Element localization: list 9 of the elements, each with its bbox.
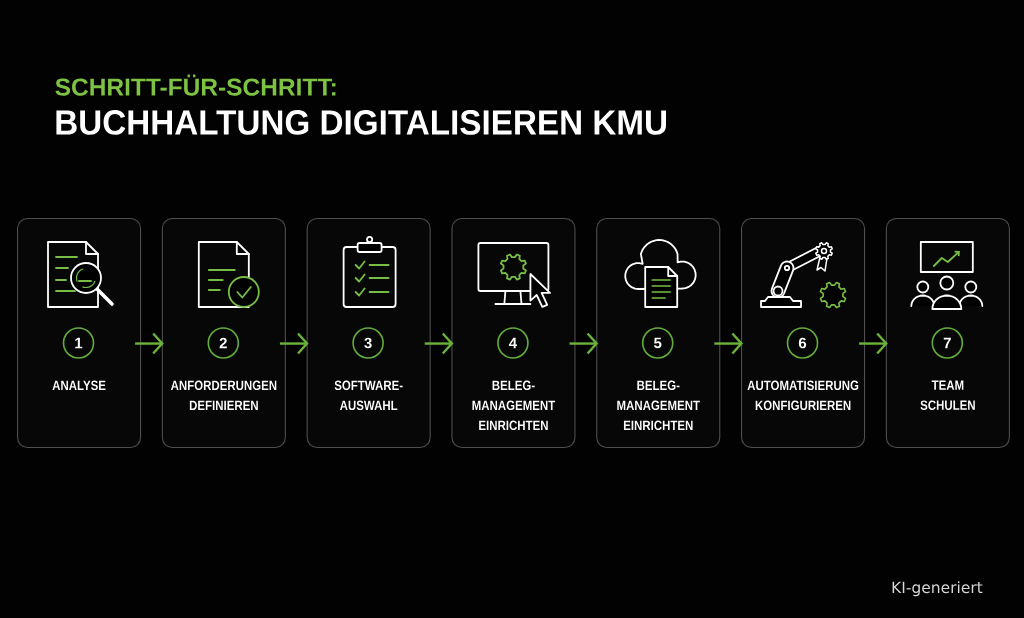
arrow — [569, 332, 599, 355]
arrow — [135, 332, 164, 355]
arrow — [424, 332, 454, 355]
note: KI-generiert — [892, 581, 983, 597]
subheading: SCHRITT-FÜR-SCHRITT: — [55, 74, 336, 96]
arrow — [859, 332, 888, 355]
arrow — [279, 332, 309, 355]
title: BUCHHALTUNG DIGITALISIEREN KMU — [56, 110, 666, 135]
arrow — [714, 332, 743, 355]
